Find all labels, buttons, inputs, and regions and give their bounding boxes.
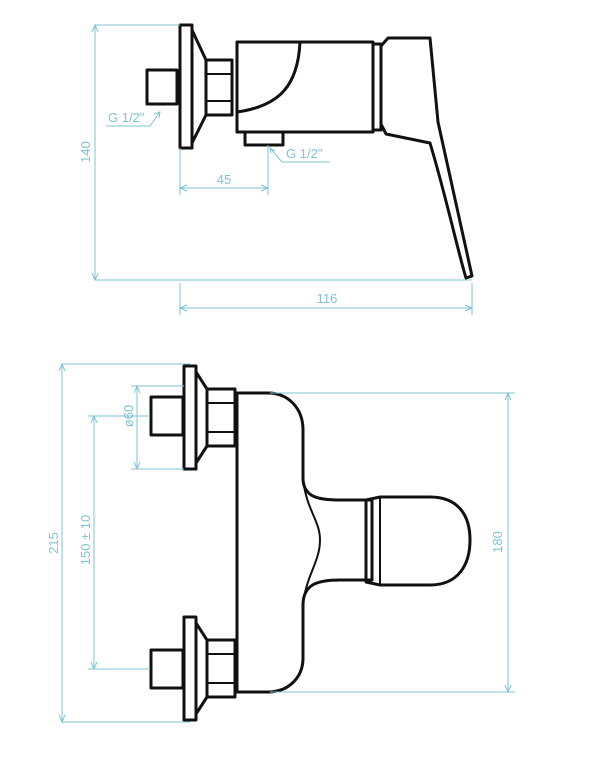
dimension-total-height-215: 215 (46, 362, 190, 724)
dimension-height-140: 140 (78, 23, 472, 282)
lower-flange-taper (194, 621, 209, 716)
front-view: 215 150 ± 10 ø60 180 (46, 362, 515, 724)
bottom-outlet (243, 130, 285, 147)
dimension-flange-diameter: ø60 (121, 384, 184, 471)
side-view-outline (145, 23, 474, 280)
dim-total-height-label: 215 (46, 532, 61, 554)
thread-inlet-label: G 1/2" (108, 110, 145, 125)
body-curve (235, 40, 302, 114)
body-waist-curve (302, 477, 322, 606)
dim-flange-diameter-label: ø60 (121, 405, 136, 427)
wall-flange (178, 23, 194, 150)
upper-flange-taper (194, 370, 209, 465)
mixer-body (235, 40, 375, 134)
dimension-depth-116: 116 (178, 283, 474, 315)
lower-wall-flange (182, 615, 198, 722)
lower-inlet-connector (149, 648, 185, 690)
dim-height-label: 140 (78, 141, 93, 163)
eccentric-connector (204, 58, 234, 117)
thread-callout-inlet: G 1/2" (106, 110, 161, 127)
dimension-body-height-180: 180 (270, 391, 515, 694)
dimension-inlet-offset-45: 45 (178, 145, 270, 195)
inlet-connector (145, 68, 179, 106)
front-view-outline (149, 364, 472, 722)
upper-eccentric-connector (205, 387, 237, 448)
side-view: 140 45 116 G 1/2" G (78, 23, 474, 315)
thread-callout-outlet: G 1/2" (269, 146, 330, 163)
lower-eccentric-connector (205, 638, 237, 699)
dimension-inlet-spacing: 150 ± 10 (78, 414, 150, 671)
lever-handle-front (364, 495, 472, 587)
mixer-body-front (235, 391, 374, 694)
thread-outlet-label: G 1/2" (286, 146, 323, 161)
dim-inlet-offset-label: 45 (217, 172, 231, 187)
flange-taper (190, 28, 208, 145)
lever-handle (379, 36, 474, 280)
upper-inlet-connector (149, 395, 185, 437)
upper-wall-flange (182, 364, 198, 471)
dim-inlet-spacing-label: 150 ± 10 (78, 515, 93, 566)
dim-depth-label: 116 (317, 291, 338, 306)
dim-body-height-label: 180 (490, 531, 505, 553)
